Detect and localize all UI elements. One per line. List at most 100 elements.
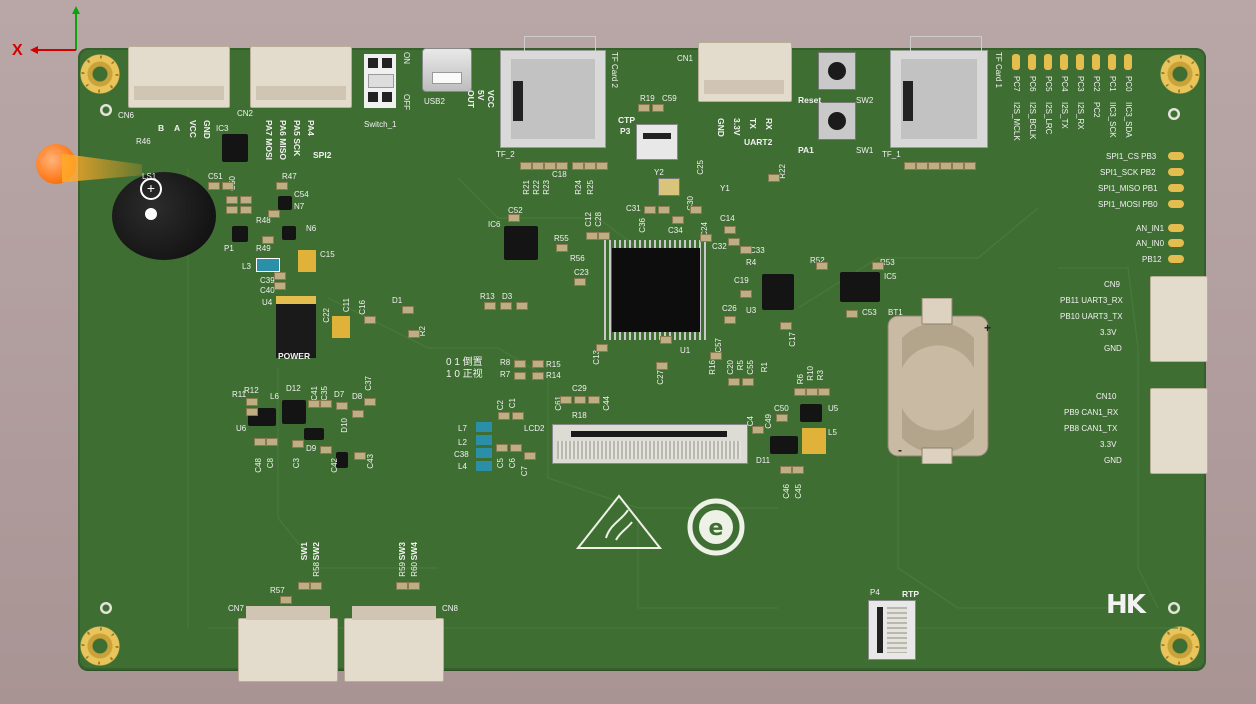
c34-label: C34 [668,226,683,235]
u3-chip[interactable] [762,274,794,310]
y1-label: Y1 [720,184,730,193]
cn7-connector[interactable] [238,618,338,682]
c14-label: C14 [720,214,735,223]
c54-label: C54 [294,190,309,199]
c1-label: C1 [508,398,517,409]
d9-diode[interactable] [304,428,324,440]
ic6-chip[interactable] [504,226,538,260]
rtp-label: RTP [902,589,919,599]
cn10-label: CN10 [1096,392,1117,401]
b-pin-label: B [158,123,165,133]
via-hole [1168,602,1180,614]
pa1-button[interactable] [818,102,856,140]
cn10-row-3: 3.3V [1100,440,1117,449]
usb2-micro-connector[interactable] [422,48,472,92]
r58-label: R58 [312,562,321,577]
y2-label: Y2 [654,168,664,177]
pin-pc1: PC1 [1108,76,1117,92]
reset-button[interactable] [818,52,856,90]
c4-label: C4 [746,416,755,427]
spi1-miso-label: SPI1_MISO PB1 [1098,184,1158,193]
p4-rtp-fpc-connector[interactable] [868,600,916,660]
c49-label: C49 [764,414,773,429]
ic5-chip[interactable] [840,272,880,302]
c31-label: C31 [626,204,641,213]
power-label: POWER [278,351,311,361]
y2-crystal[interactable] [658,178,680,196]
sw1-bottom-label: SW1 [299,542,309,561]
bt1-label: BT1 [888,308,903,317]
c38-label: C38 [454,450,469,459]
u1-mcu[interactable] [604,240,708,340]
buzzer-ls1[interactable] [112,172,216,260]
reset-label: Reset [798,95,822,105]
u3-label: U3 [746,306,757,315]
c23-label: C23 [574,268,589,277]
l2-label: L2 [458,438,467,447]
u5-chip[interactable] [800,404,822,422]
r48-label: R48 [256,216,271,225]
svg-text:e: e [709,516,724,541]
via-hole [100,104,112,116]
cn2-label: CN2 [237,109,254,118]
usb2-label: USB2 [424,97,445,106]
r21-label: R21 [522,180,531,195]
r49-label: R49 [256,244,271,253]
d12-diode[interactable] [282,400,306,424]
c45-label: C45 [794,484,803,499]
c50-right-label: C50 [774,404,789,413]
d11-label: D11 [756,456,771,465]
c27-label: C27 [656,370,665,385]
c29-label: C29 [572,384,587,393]
usb-pin-out: OUT [466,90,476,108]
p1-transistor[interactable] [232,226,248,242]
spi1-mosi-label: SPI1_MOSI PB0 [1098,200,1158,209]
d11-diode[interactable] [770,436,798,454]
r55-label: R55 [554,234,569,243]
cn8-connector[interactable] [344,618,444,682]
l3-inductor[interactable] [256,258,280,272]
tf-card1-slot[interactable] [890,50,988,148]
c22-capacitor[interactable] [332,316,350,338]
ctp-fpc-connector[interactable] [636,124,678,160]
spi2-pin-pa6: PA6 MISO [278,120,288,160]
axis-gizmo: X [10,4,90,64]
c55-label: C55 [746,360,755,375]
r12-label: R12 [244,386,259,395]
l7-label: L7 [458,424,467,433]
tf-card2-label: TF Card 2 [610,52,619,89]
c3-label: C3 [292,458,301,469]
pcb-traces [187,168,1178,629]
r1-label: R1 [760,362,769,373]
tf-card2-slot[interactable] [500,50,606,148]
ic3-chip[interactable] [222,134,248,162]
pin-pc7: PC7 [1012,76,1021,92]
c15-capacitor[interactable] [298,250,316,272]
u4-regulator[interactable] [276,296,316,358]
d9-label: D9 [306,444,317,453]
bt1-battery-holder[interactable] [882,297,994,465]
cn10-connector[interactable] [1150,388,1208,474]
pin-i2s-mclk: I2S_MCLK [1012,102,1021,141]
switch1-slide-switch[interactable] [364,54,396,108]
lcd2-fpc-connector[interactable] [552,424,748,464]
pin-pc2-b: PC2 [1092,102,1101,118]
axis-arrows-icon [30,6,80,54]
battery-plus-label: + [984,321,992,335]
d10-diode[interactable] [336,452,348,468]
mounting-hole-top-left [80,54,120,94]
pa1-label: PA1 [798,145,814,155]
r23-label: R23 [542,180,551,195]
n6-label: N6 [306,224,317,233]
c26-label: C26 [722,304,737,313]
r14-label: R14 [546,371,561,380]
l5-inductor[interactable] [802,428,826,454]
c13-label: C13 [592,350,601,365]
pin-i2s-tx: I2S_TX [1060,102,1069,129]
cn7-label: CN7 [228,604,245,613]
r15-label: R15 [546,360,561,369]
n7-transistor[interactable] [278,196,292,210]
l4-label: L4 [458,462,467,471]
n6-transistor[interactable] [282,226,296,240]
cn9-connector[interactable] [1150,276,1208,362]
